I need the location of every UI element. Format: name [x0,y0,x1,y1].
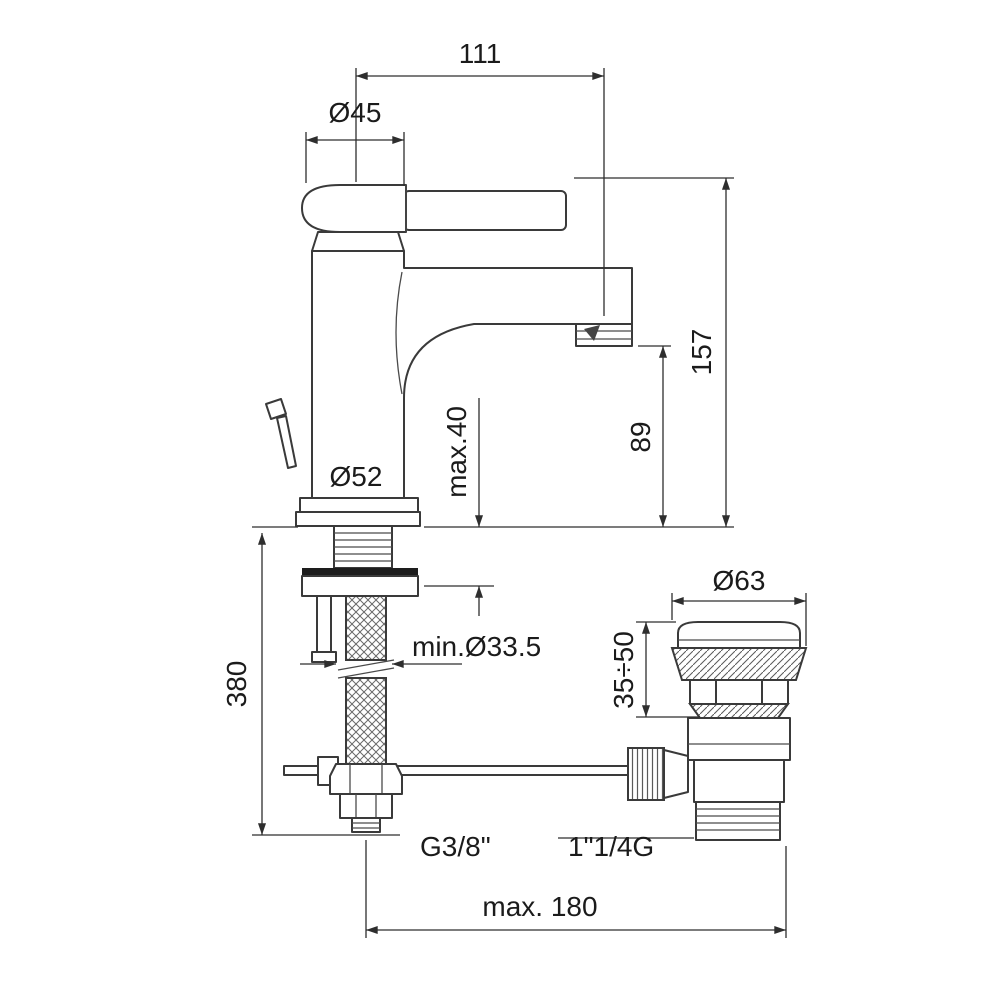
base-flange-lower [295,511,421,527]
waste-tail-threaded [695,801,781,841]
dim-total-height-label: 157 [686,329,717,376]
hose-break-line [337,659,395,671]
waste-tail-threads [696,808,780,831]
mounting-stud [316,595,332,659]
shank-threads [334,532,392,562]
waste-lower-hatched [688,703,790,719]
faucet-lever [403,190,567,231]
waste-tail-upper [693,759,785,803]
base-flange-upper [299,497,419,513]
dimension-lines [252,68,807,938]
dim-waste-deck-range-label: 35÷50 [608,631,639,709]
dim-handle-diameter-label: Ø45 [329,97,382,128]
cartridge-neck [311,231,405,252]
dim-spout-height-label: 89 [625,421,656,452]
waste-flange-hatched [670,647,808,681]
dim-max-deck-thickness-label: max.40 [441,406,472,498]
under-deck-assembly [283,525,643,833]
knurled-nut [627,747,665,801]
supply-hose-upper [345,595,387,661]
pullrod-shaft [276,415,297,469]
popup-waste-assembly [627,621,808,841]
stud-foot [311,651,337,663]
supply-thread-label: G3/8" [420,831,491,862]
hose-nut-upper [329,763,403,795]
port-cone [663,749,689,799]
aerator [575,323,633,347]
aerator-detail [584,325,600,341]
dim-base-diameter-label: Ø52 [330,461,383,492]
dim-max-rod-reach-label: max. 180 [482,891,597,922]
faucet-body-spout [311,250,633,501]
hose-nut-lower [339,793,393,819]
rubber-gasket [302,568,418,576]
dim-min-hole-diameter-label: min.Ø33.5 [412,631,541,662]
waste-thread-label: 1"1/4G [568,831,654,862]
waste-body [687,717,791,761]
dim-height-below-deck-label: 380 [221,661,252,708]
faucet-handle-cap [301,184,407,233]
pullrod-knob [265,398,287,420]
hose-tail [351,817,381,833]
dim-spout-projection-label: 111 [459,38,502,69]
waste-cap [677,621,801,649]
dim-waste-cap-diameter-label: Ø63 [713,565,766,596]
fixing-nut [301,575,419,597]
body-silhouette-line [395,271,403,395]
hose-break-line [337,667,395,679]
supply-hose-lower [345,677,387,767]
faucet-outline [265,184,633,527]
waste-slot-tab [715,679,763,705]
